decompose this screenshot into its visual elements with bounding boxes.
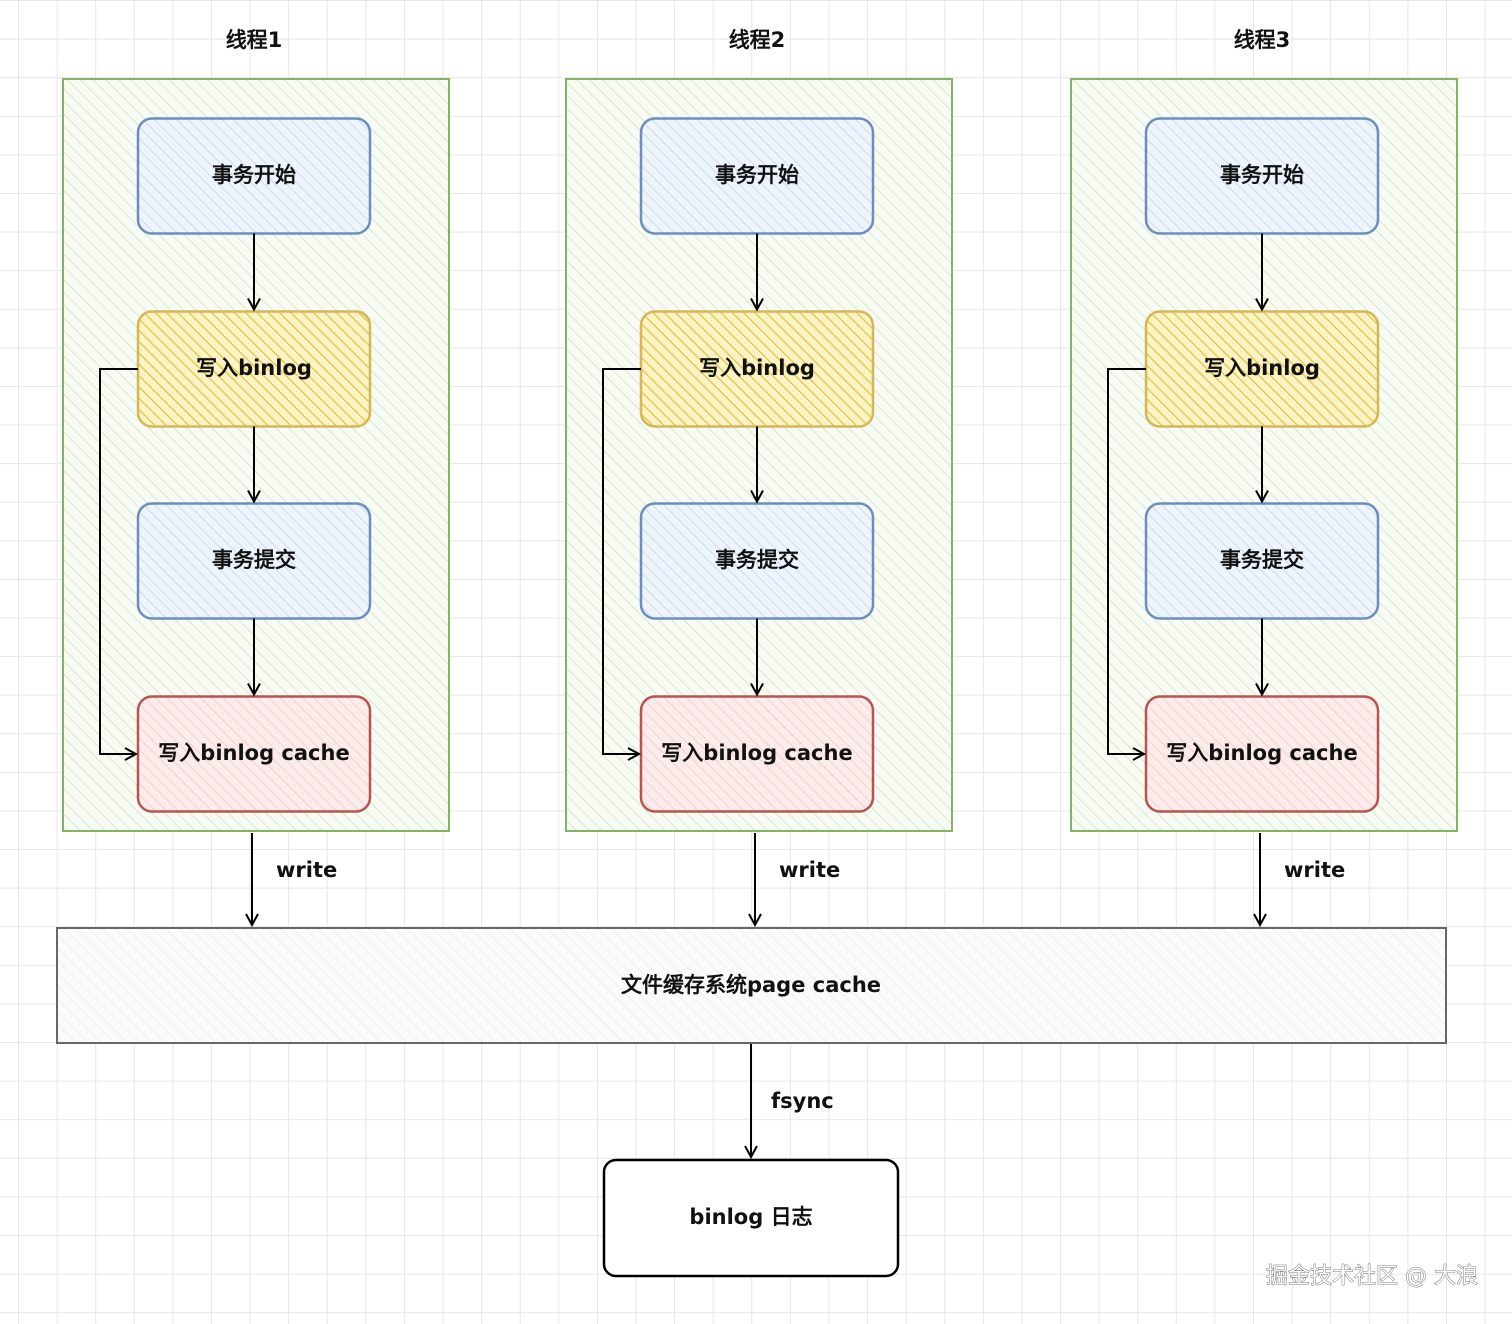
write-binlog-box-label: 写入binlog <box>196 356 312 380</box>
thread-title: 线程3 <box>1234 28 1291 52</box>
thread-title: 线程2 <box>729 28 786 52</box>
binlog-file-box <box>602 1158 900 1278</box>
transaction-start-box-label: 事务开始 <box>1220 163 1304 187</box>
transaction-commit-box-label: 事务提交 <box>715 548 799 572</box>
fsync-label: fsync <box>771 1089 834 1113</box>
side-connector-arrow <box>602 368 641 754</box>
side-connector-arrow <box>1107 368 1146 754</box>
write-binlog-box-label: 写入binlog <box>699 356 815 380</box>
binlog-file-label: binlog 日志 <box>689 1205 812 1229</box>
watermark-text: 掘金技术社区 @ 大浪 <box>1266 1264 1478 1289</box>
page-cache-box <box>56 927 1447 1044</box>
transaction-commit-box-label: 事务提交 <box>1220 548 1304 572</box>
write-binlog-cache-box <box>1144 695 1380 813</box>
write-label: write <box>779 858 840 882</box>
transaction-start-box-label: 事务开始 <box>715 163 799 187</box>
page-cache-label: 文件缓存系统page cache <box>621 973 881 997</box>
write-binlog-cache-box-label: 写入binlog cache <box>661 741 852 765</box>
write-binlog-cache-box <box>136 695 372 813</box>
thread-title: 线程1 <box>226 28 283 52</box>
write-label: write <box>1284 858 1345 882</box>
transaction-commit-box-label: 事务提交 <box>212 548 296 572</box>
side-connector-arrow <box>99 368 138 754</box>
write-binlog-box-label: 写入binlog <box>1204 356 1320 380</box>
write-binlog-cache-box-label: 写入binlog cache <box>1166 741 1357 765</box>
write-label: write <box>276 858 337 882</box>
write-binlog-cache-box-label: 写入binlog cache <box>158 741 349 765</box>
write-binlog-cache-box <box>639 695 875 813</box>
transaction-start-box-label: 事务开始 <box>212 163 296 187</box>
